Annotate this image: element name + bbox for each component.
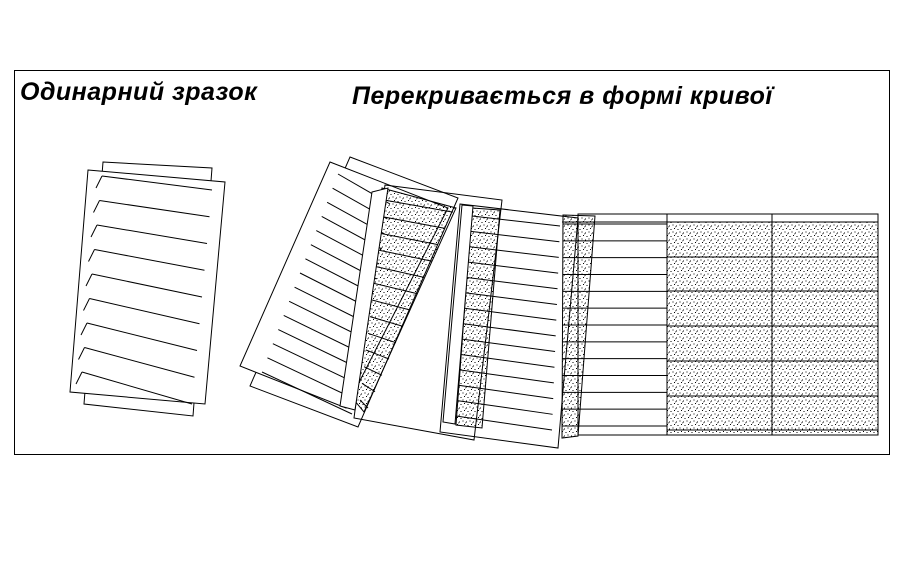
curve-slat-line-2 bbox=[365, 349, 390, 360]
curve-slat-line-2 bbox=[361, 382, 376, 393]
curve-slat-line-1 bbox=[267, 357, 355, 400]
curve-slat-line-3 bbox=[455, 415, 553, 431]
curve-slat-line-3 bbox=[469, 246, 559, 258]
curve-slat-line-2 bbox=[381, 216, 446, 229]
curve-board-5 bbox=[439, 203, 579, 449]
curve-slat-line-2 bbox=[377, 249, 432, 262]
single-slat-tick bbox=[90, 224, 98, 238]
single-slat-tick bbox=[85, 273, 93, 287]
curve-slat-line-2 bbox=[383, 199, 453, 213]
curve-slat-line-3 bbox=[463, 323, 556, 337]
single-slat-line bbox=[89, 298, 200, 325]
curve-slat-line-3 bbox=[460, 353, 555, 368]
single-slat-line bbox=[91, 273, 203, 298]
curve-slat-line-2 bbox=[363, 366, 383, 376]
curve-overlap-title: Перекривається в формі кривої bbox=[352, 82, 773, 110]
curve-slat-line-3 bbox=[465, 292, 557, 305]
curve-slat-line-3 bbox=[462, 338, 556, 353]
single-slat-tick bbox=[75, 371, 83, 385]
curve-slat-line-2 bbox=[359, 399, 369, 409]
curve-slat-line-2 bbox=[375, 266, 425, 278]
curve-slat-line-2 bbox=[379, 232, 439, 246]
frame-border bbox=[14, 70, 890, 455]
curve-slat-line-3 bbox=[457, 400, 553, 415]
curve-board-6 bbox=[442, 204, 474, 425]
single-slat-line bbox=[94, 249, 205, 271]
single-slat-line bbox=[84, 347, 195, 378]
single-slat-line bbox=[101, 175, 213, 191]
single-slat-tick bbox=[95, 175, 103, 189]
single-slat-tick bbox=[80, 322, 88, 336]
curve-slat-line-2 bbox=[373, 282, 418, 295]
curve-board-4 bbox=[339, 187, 389, 411]
curve-slat-line-1 bbox=[272, 343, 358, 385]
single-slat-line bbox=[99, 200, 210, 218]
curve-slat-line-1 bbox=[261, 371, 353, 415]
curve-slat-line-3 bbox=[459, 369, 554, 384]
curve-overlap-group bbox=[239, 156, 879, 449]
single-sample bbox=[69, 161, 226, 417]
single-slat-line bbox=[81, 371, 193, 405]
single-slat-tick bbox=[88, 249, 95, 262]
curve-slat-line-2 bbox=[369, 316, 404, 327]
single-slat-line bbox=[86, 322, 198, 351]
curve-slat-line-2 bbox=[371, 299, 411, 311]
curve-slat-line-3 bbox=[468, 261, 559, 274]
curve-slat-line-2 bbox=[367, 332, 397, 344]
single-slat-tick bbox=[83, 298, 90, 311]
curve-slat-line-3 bbox=[470, 230, 560, 243]
single-sample-title: Одинарний зразок bbox=[20, 78, 258, 106]
single-slat-tick bbox=[93, 200, 100, 213]
curve-slat-line-3 bbox=[458, 384, 554, 400]
curve-slat-line-3 bbox=[467, 277, 558, 290]
curve-slat-line-3 bbox=[464, 307, 557, 321]
single-slat-tick bbox=[78, 347, 85, 360]
curve-slat-line-3 bbox=[471, 215, 561, 227]
single-slat-line bbox=[96, 224, 208, 244]
